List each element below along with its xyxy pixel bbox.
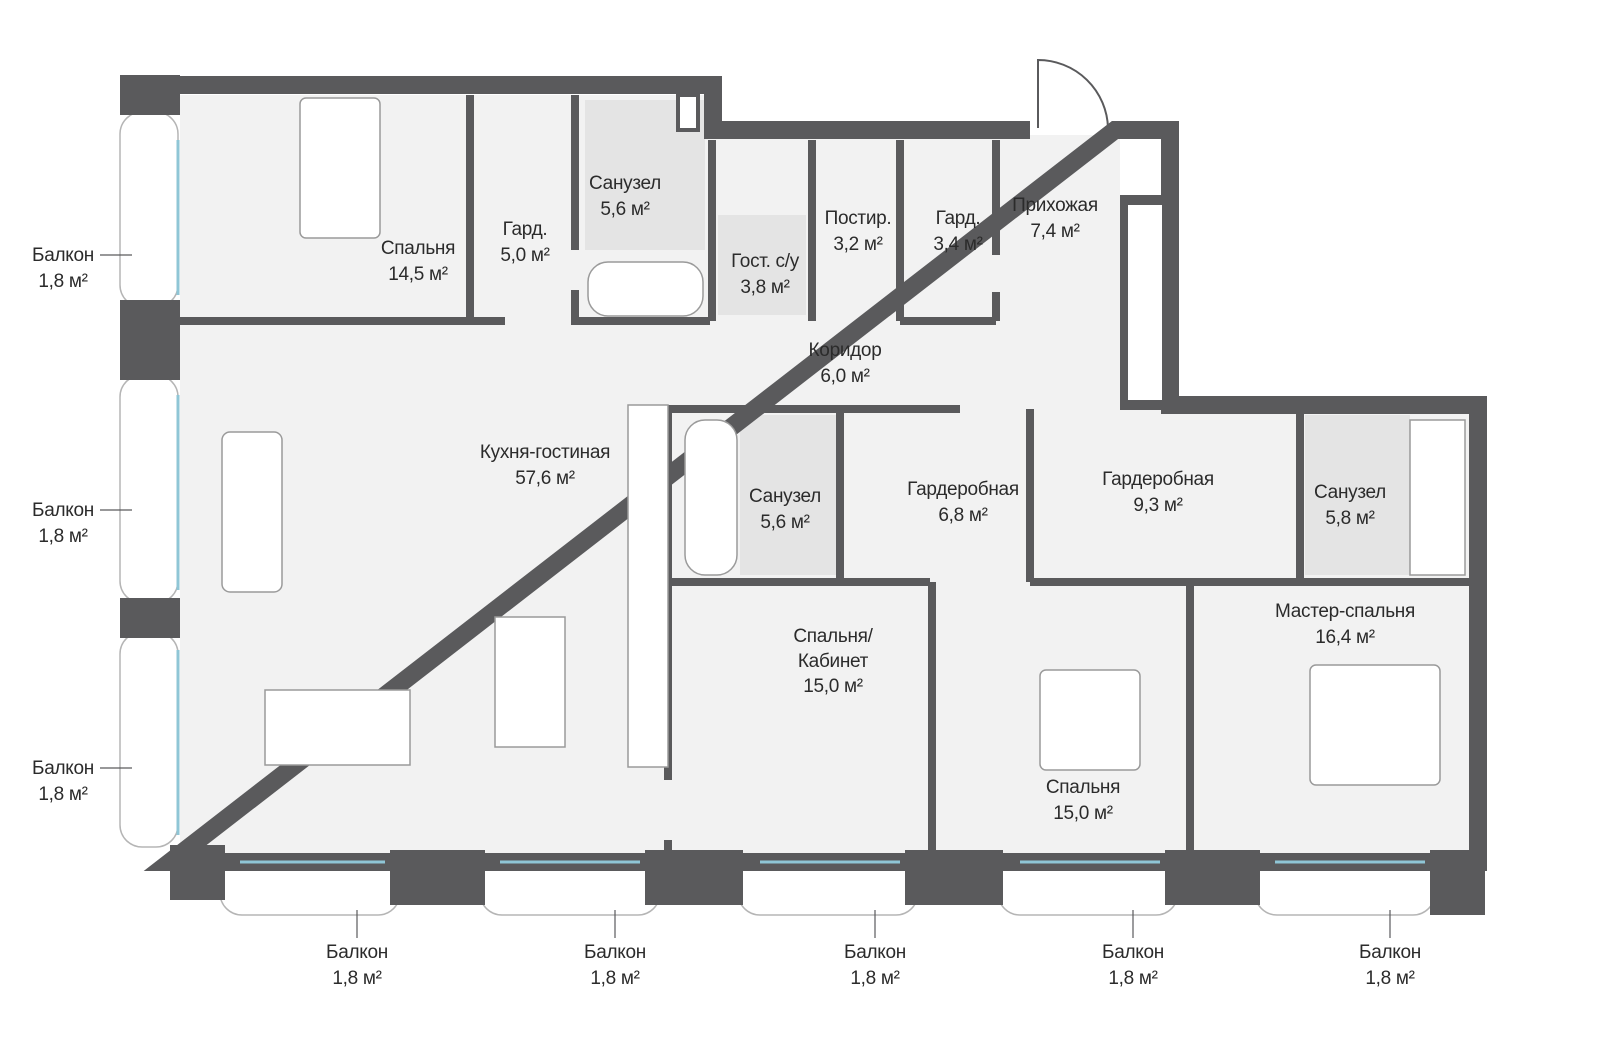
balcony-area: 1,8 м² (1365, 968, 1415, 989)
room-label-guest-wc: Гост. с/у 3,8 м² (731, 249, 799, 301)
windows (176, 140, 1425, 864)
bed (1039, 669, 1141, 771)
room-area: 7,4 м² (1030, 221, 1080, 242)
room-name: Прихожая (1012, 195, 1098, 216)
bathroom-tile (718, 215, 806, 315)
balcony-area: 1,8 м² (38, 784, 88, 805)
room-label-bedroom: Спальня 14,5 м² (380, 236, 456, 288)
room-area: 6,0 м² (820, 366, 870, 387)
room-label-wardrobe: Гард. 5,0 м² (500, 217, 550, 269)
room-name: Спальня/ (793, 626, 873, 647)
wall-piers (120, 300, 1485, 915)
room-name: Санузел (1314, 482, 1386, 503)
entrance-door (1037, 58, 1109, 129)
balcony-area: 1,8 м² (850, 968, 900, 989)
room-area: 15,0 м² (803, 676, 863, 697)
balcony-name: Балкон (32, 500, 94, 521)
bathroom-tile (1305, 415, 1410, 575)
room-name: Коридор (808, 340, 882, 361)
room-label-bathroom: Санузел 5,6 м² (749, 484, 821, 536)
room-name: Гардеробная (907, 479, 1019, 500)
room-label-bedroom: Спальня 15,0 м² (1045, 775, 1121, 827)
balcony-label: Балкон 1,8 м² (32, 756, 94, 808)
bathtub (684, 419, 738, 576)
room-area: 5,6 м² (760, 512, 810, 533)
room-area: 15,0 м² (1053, 803, 1113, 824)
room-label-corridor: Коридор 6,0 м² (809, 338, 882, 390)
room-area: 16,4 м² (1315, 627, 1375, 648)
room-name: Кабинет (797, 651, 869, 672)
wall-column (120, 75, 180, 115)
balcony-area: 1,8 м² (332, 968, 382, 989)
balcony-name: Балкон (32, 245, 94, 266)
balcony-label: Балкон 1,8 м² (1359, 940, 1421, 992)
room-area: 3,8 м² (740, 277, 790, 298)
room-label-laundry: Постир. 3,2 м² (825, 206, 892, 258)
room-label-walk-in-closet: Гардеробная 9,3 м² (1102, 467, 1214, 519)
room-area: 5,6 м² (600, 199, 650, 220)
bathtub (587, 261, 704, 317)
room-area: 14,5 м² (388, 264, 448, 285)
balcony-name: Балкон (1359, 942, 1421, 963)
balcony-name: Балкон (844, 942, 906, 963)
balcony-label: Балкон 1,8 м² (1102, 940, 1164, 992)
balcony-label: Балкон 1,8 м² (584, 940, 646, 992)
room-area: 6,8 м² (938, 505, 988, 526)
balcony-name: Балкон (1102, 942, 1164, 963)
room-name: Кухня-гостиная (479, 442, 611, 463)
kitchen-counter (627, 404, 669, 768)
balcony-area: 1,8 м² (38, 271, 88, 292)
room-name: Гардеробная (1102, 469, 1214, 490)
balcony-label: Балкон 1,8 м² (32, 498, 94, 550)
balcony-label: Балкон 1,8 м² (326, 940, 388, 992)
sofa (221, 431, 283, 593)
room-name: Гард. (935, 208, 981, 229)
room-name: Постир. (824, 208, 892, 229)
room-label-kitchen-living: Кухня-гостиная 57,6 м² (479, 440, 611, 492)
room-label-master-bedroom: Мастер-спальня 16,4 м² (1275, 599, 1415, 651)
balcony-name: Балкон (32, 758, 94, 779)
room-label-bathroom: Санузел 5,6 м² (589, 171, 661, 223)
room-label-bedroom-office: Спальня/Кабинет 15,0 м² (793, 624, 873, 699)
room-area: 3,2 м² (833, 234, 883, 255)
room-name: Гард. (502, 219, 548, 240)
bed (1309, 664, 1441, 786)
room-area: 5,8 м² (1325, 508, 1375, 529)
room-name: Мастер-спальня (1275, 601, 1415, 622)
balcony-label: Балкон 1,8 м² (844, 940, 906, 992)
room-label-bathroom: Санузел 5,8 м² (1314, 480, 1386, 532)
room-label-hallway: Прихожая 7,4 м² (1012, 193, 1098, 245)
balcony-name: Балкон (584, 942, 646, 963)
room-area: 5,0 м² (500, 245, 550, 266)
balcony-area: 1,8 м² (590, 968, 640, 989)
bed (299, 97, 381, 239)
balcony-area: 1,8 м² (1108, 968, 1158, 989)
dining-table (264, 689, 411, 766)
room-area: 57,6 м² (515, 468, 575, 489)
room-name: Санузел (589, 173, 661, 194)
room-name: Санузел (749, 486, 821, 507)
balcony-area: 1,8 м² (38, 526, 88, 547)
room-name: Спальня (380, 238, 456, 259)
kitchen-island (494, 616, 566, 748)
room-name: Гост. с/у (731, 251, 799, 272)
room-label-wardrobe: Гард. 3,4 м² (933, 206, 983, 258)
balcony-label: Балкон 1,8 м² (32, 243, 94, 295)
left-balconies (119, 111, 179, 848)
balcony-name: Балкон (326, 942, 388, 963)
bathtub (1409, 419, 1466, 576)
leader-lines (100, 254, 1391, 938)
room-area: 3,4 м² (933, 234, 983, 255)
bathroom-tile (740, 415, 838, 575)
room-label-walk-in-closet: Гардеробная 6,8 м² (907, 477, 1019, 529)
room-name: Спальня (1045, 777, 1121, 798)
room-area: 9,3 м² (1133, 495, 1183, 516)
